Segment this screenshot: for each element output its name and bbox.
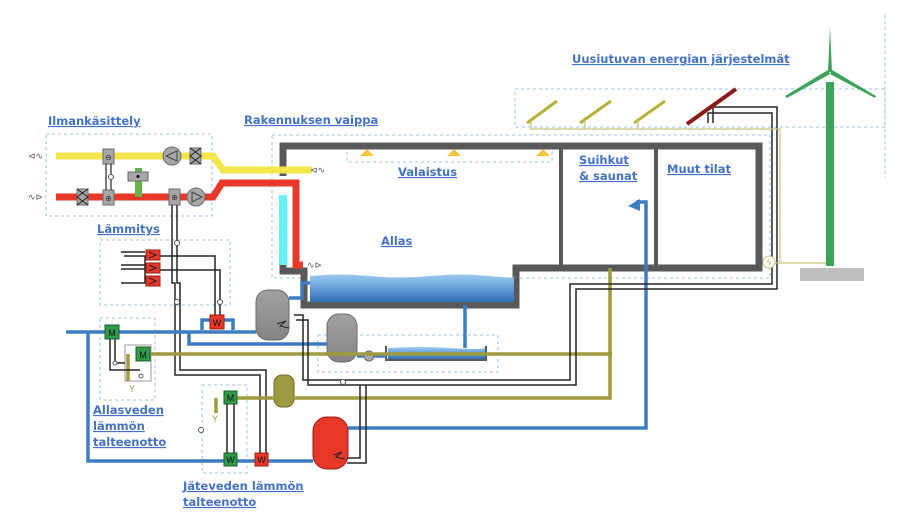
heating-coil xyxy=(168,188,181,206)
drain-icon: Y xyxy=(129,384,135,394)
tank-coil xyxy=(276,320,290,329)
hot-water-tank xyxy=(312,416,349,470)
solar-collector-pipe xyxy=(340,112,773,381)
tank-coil xyxy=(333,451,346,460)
valve-icon xyxy=(174,240,180,246)
fan-blade xyxy=(164,150,178,162)
exhaust-air-duct xyxy=(56,152,312,174)
pool-water xyxy=(310,274,515,302)
pool-heat-exchanger xyxy=(209,314,225,330)
shower-outlet-arrow-icon xyxy=(628,199,640,211)
label-building-envelope: Rakennuksen vaippa xyxy=(244,113,378,127)
heat-recovery-coil-exhaust xyxy=(102,148,115,165)
wastewater-tank xyxy=(273,374,295,408)
label-renewable-energy: Uusiutuvan energian järjestelmät xyxy=(572,52,790,66)
fan-blade xyxy=(191,191,204,203)
recirculation-duct xyxy=(135,168,142,197)
district-heat-pipes xyxy=(121,251,146,284)
heating-branch xyxy=(155,255,221,316)
label-other-spaces: Muut tilat xyxy=(667,162,731,176)
exhaust-filter xyxy=(189,147,202,165)
label-pool: Allas xyxy=(381,234,413,248)
inverter-icon xyxy=(762,255,776,269)
label-pool-heat-recovery: lämmön xyxy=(93,419,145,433)
label-pool-heat-recovery: talteenotto xyxy=(93,435,166,449)
pool-return-pipe xyxy=(289,281,310,300)
hx-label: W xyxy=(213,318,222,328)
minus-icon: ⊖ xyxy=(105,153,112,162)
damper-pivot xyxy=(136,175,140,178)
hot-water-to-showers xyxy=(348,200,648,430)
envelope-boundary xyxy=(271,134,771,279)
tank-heating-pipe xyxy=(294,314,340,386)
building-wall xyxy=(279,142,763,309)
solar-pv-panels xyxy=(526,99,781,262)
valve-icon xyxy=(174,299,180,305)
wastewater-recovery-hx-bottom xyxy=(223,452,238,467)
valve-icon xyxy=(108,174,114,180)
plus-icon: ⊕ xyxy=(105,194,112,203)
heat-exchanger-red xyxy=(145,249,161,261)
label-lighting: Valaistus xyxy=(398,165,457,179)
supply-grille-icon: ∿⊳ xyxy=(307,260,322,270)
heat-exchanger-red xyxy=(145,275,161,287)
label-pool-heat-recovery: Allasveden xyxy=(93,403,164,417)
light-fixture-icon xyxy=(360,149,374,156)
label-wastewater-heat-recovery: talteenotto xyxy=(183,495,256,509)
solar-thermal-collector xyxy=(685,87,738,126)
pool-recovery-hx xyxy=(104,324,120,340)
hx-label: M xyxy=(108,328,116,338)
light-fixture-icon xyxy=(447,149,461,156)
drain-icon: Y xyxy=(212,414,218,424)
pool-recovery-boundary xyxy=(99,317,156,401)
valve-icon xyxy=(217,299,223,305)
valve-icon xyxy=(340,379,346,385)
cold-water-supply xyxy=(86,332,313,463)
intake-inlet-icon: ∿⊳ xyxy=(28,192,43,202)
hx-label: W xyxy=(257,455,266,465)
water-to-storage xyxy=(187,332,327,346)
valve-icon xyxy=(112,360,118,366)
valve-icon xyxy=(198,427,204,433)
heat-pump-hx xyxy=(135,346,151,362)
supply-filter xyxy=(76,188,89,206)
label-saunas: & saunat xyxy=(579,169,638,183)
filter-icon xyxy=(189,147,202,165)
hx-label: W xyxy=(226,455,235,465)
recovery-link xyxy=(226,404,235,453)
heat-recovery-coil-supply xyxy=(102,189,115,206)
wastewater-recovery-hx-top xyxy=(223,390,238,405)
valve-icon xyxy=(138,373,144,379)
hx-symbol xyxy=(148,251,158,285)
lightning-icon: ϟ xyxy=(767,258,772,267)
label-heating: Lämmitys xyxy=(97,222,160,236)
hot-water-coil-pipe xyxy=(347,385,367,464)
label-wastewater-heat-recovery: Jäteveden lämmön xyxy=(182,479,304,493)
wind-turbine xyxy=(785,27,876,281)
air-handling-boundary xyxy=(45,133,213,217)
heat-exchanger-red xyxy=(145,262,161,274)
label-showers: Suihkut xyxy=(579,153,629,167)
label-air-handling: Ilmankäsittely xyxy=(48,114,141,128)
domestic-hot-water-hx xyxy=(254,452,269,467)
exhaust-grille-icon: ⊲∿ xyxy=(310,165,325,175)
shower-wastewater-pipe xyxy=(214,268,612,413)
filter-icon xyxy=(76,188,89,206)
pool-filter-tank xyxy=(255,289,290,341)
hx-label: M xyxy=(139,350,147,360)
plus-icon: ⊕ xyxy=(171,193,178,202)
storage-tank xyxy=(326,313,358,363)
exhaust-outlet-icon: ⊲∿ xyxy=(28,151,43,161)
light-fixture-icon xyxy=(536,149,550,156)
heating-boundary xyxy=(99,239,231,306)
window-glazing xyxy=(279,195,287,265)
hx-label: M xyxy=(227,393,235,403)
